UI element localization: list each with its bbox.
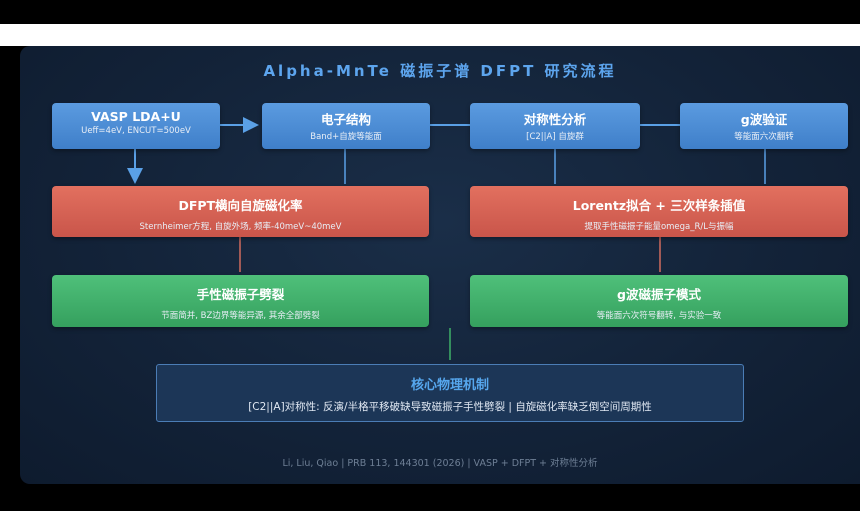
node-electronic-subtitle: Band+自旋等能面 — [310, 132, 382, 142]
node-symmetry: 对称性分析 [C2||A] 自旋群 — [470, 103, 640, 149]
node-gwave: g波验证 等能面六次翻转 — [680, 103, 848, 149]
node-vasp-title: VASP LDA+U — [91, 109, 181, 124]
core-mechanism-box: 核心物理机制 [C2||A]对称性: 反演/半格平移破缺导致磁振子手性劈裂 | … — [156, 364, 744, 422]
node-electronic: 电子结构 Band+自旋等能面 — [262, 103, 430, 149]
node-lorentz: Lorentz拟合 + 三次样条插值 提取手性磁振子能量omega_R/L与振幅 — [470, 186, 848, 237]
footer-citation: Li, Liu, Qiao | PRB 113, 144301 (2026) |… — [282, 458, 598, 469]
node-dfpt: DFPT横向自旋磁化率 Sternheimer方程, 自旋外场, 频率-40me… — [52, 186, 429, 237]
core-subtitle: [C2||A]对称性: 反演/半格平移破缺导致磁振子手性劈裂 | 自旋磁化率缺乏… — [248, 401, 652, 413]
node-gwave-title: g波验证 — [740, 112, 788, 127]
node-symmetry-subtitle: [C2||A] 自旋群 — [526, 132, 584, 142]
core-title: 核心物理机制 — [410, 378, 489, 393]
node-chiral-title: 手性磁振子劈裂 — [196, 287, 285, 302]
node-vasp-subtitle: Ueff=4eV, ENCUT=500eV — [81, 126, 191, 136]
node-gmode-subtitle: 等能面六次符号翻转, 与实验一致 — [596, 311, 722, 321]
node-gwave-subtitle: 等能面六次翻转 — [734, 132, 794, 142]
node-chiral-subtitle: 节面简并, BZ边界等能异源, 其余全部劈裂 — [161, 311, 320, 321]
node-dfpt-title: DFPT横向自旋磁化率 — [178, 198, 303, 213]
node-lorentz-title: Lorentz拟合 + 三次样条插值 — [572, 198, 746, 213]
node-lorentz-subtitle: 提取手性磁振子能量omega_R/L与振幅 — [584, 222, 734, 232]
top-white-strip — [0, 24, 860, 46]
top-letterbox — [0, 0, 860, 24]
node-symmetry-title: 对称性分析 — [523, 112, 587, 127]
node-gmode-title: g波磁振子模式 — [617, 287, 701, 302]
node-gmode: g波磁振子模式 等能面六次符号翻转, 与实验一致 — [470, 275, 848, 327]
diagram-title: Alpha-MnTe 磁振子谱 DFPT 研究流程 — [263, 62, 617, 80]
node-dfpt-subtitle: Sternheimer方程, 自旋外场, 频率-40meV~40meV — [139, 222, 342, 232]
node-chiral: 手性磁振子劈裂 节面简并, BZ边界等能异源, 其余全部劈裂 — [52, 275, 429, 327]
node-vasp: VASP LDA+U Ueff=4eV, ENCUT=500eV — [52, 103, 220, 149]
bottom-letterbox — [0, 484, 860, 511]
node-electronic-title: 电子结构 — [320, 112, 371, 127]
